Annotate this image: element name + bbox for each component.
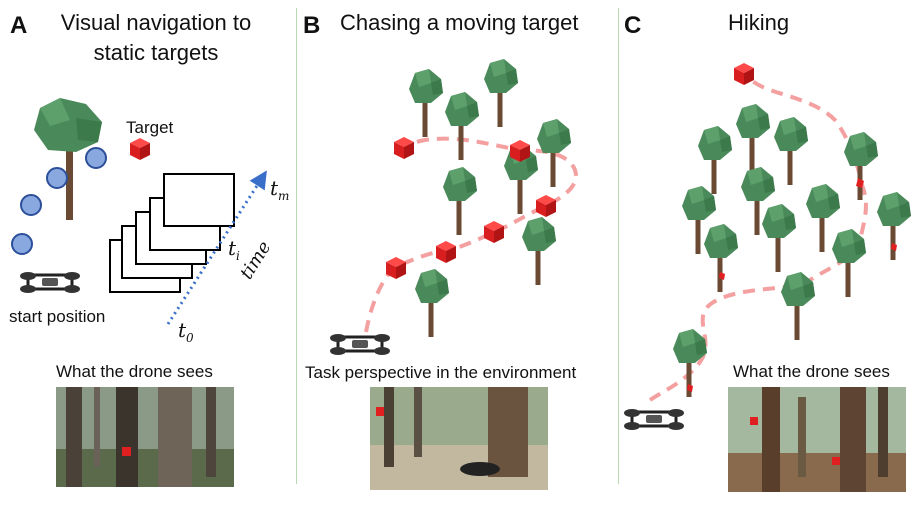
photo-target-cube — [376, 407, 384, 416]
panel-c-tree — [844, 132, 878, 200]
panel-b-tree — [415, 269, 449, 337]
panel-b-drone — [328, 332, 392, 357]
divider-ab — [296, 8, 297, 484]
drone-view-photo-b — [370, 387, 548, 490]
panel-c-tree — [704, 224, 738, 292]
panel-c-letter: C — [624, 12, 642, 39]
panel-a-caption: What the drone sees — [56, 362, 213, 381]
panel-b-tree — [443, 167, 477, 235]
panel-c-tree — [698, 126, 732, 194]
panel-b-target-cube — [436, 241, 456, 263]
drone-view-photo-a — [56, 387, 234, 487]
panel-a-letter: A — [10, 12, 28, 39]
label-t-m: tm — [270, 176, 290, 203]
panel-c-title: Hiking — [728, 10, 790, 35]
panel-a-title-line2: static targets — [93, 40, 219, 65]
drone-view-photo-c — [728, 387, 906, 492]
start-position-label: start position — [9, 307, 106, 326]
panel-a-drone — [18, 270, 82, 295]
panel-c-caption: What the drone sees — [733, 362, 890, 381]
timeline-arrow — [166, 170, 267, 325]
panel-b-target-cube — [394, 137, 414, 159]
panel-b-letter: B — [303, 12, 321, 39]
panel-a-target-cube — [130, 138, 150, 160]
label-t-i: ti — [228, 236, 240, 263]
photo-target-cube — [122, 447, 131, 456]
panel-c-tree — [762, 204, 796, 272]
frame-stack — [109, 173, 235, 293]
panel-b-target-cube — [536, 195, 556, 217]
panel-c-drone — [622, 407, 686, 432]
panel-b-tree — [445, 92, 479, 160]
panel-b-target-cube — [484, 221, 504, 243]
waypoint-markers — [11, 147, 107, 255]
panel-b-tree — [522, 217, 556, 285]
panel-b-caption: Task perspective in the environment — [305, 363, 577, 382]
panel-c-target-cube — [734, 63, 754, 85]
panel-a-tree — [34, 98, 102, 220]
panel-c-markers — [687, 178, 897, 392]
panel-b-title: Chasing a moving target — [340, 10, 579, 35]
photo-target-cube — [750, 417, 758, 425]
panel-b-tree — [409, 69, 443, 137]
panel-c-tree — [781, 272, 815, 340]
panel-c-tree — [774, 117, 808, 185]
photo-target-cube — [832, 457, 840, 465]
target-label: Target — [126, 118, 174, 137]
panel-b-tree — [484, 59, 518, 127]
panel-a-title: Visual navigation to static targets — [46, 8, 266, 68]
divider-bc — [618, 8, 619, 484]
panel-c-tree — [736, 104, 770, 172]
panel-a-title-line1: Visual navigation to — [60, 10, 252, 35]
label-t-0: t0 — [178, 318, 194, 345]
